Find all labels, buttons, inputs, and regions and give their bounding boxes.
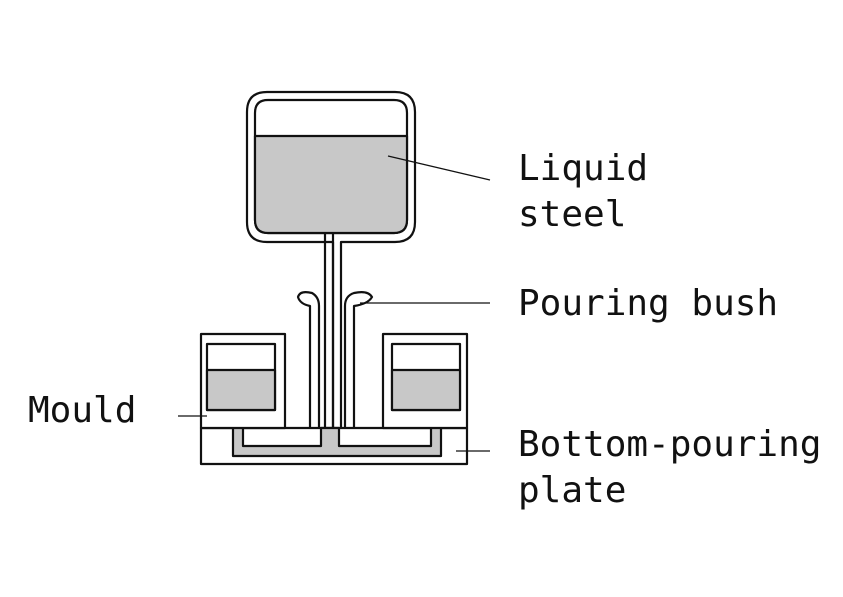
label-liquid-steel-line1: Liquid [518, 148, 649, 189]
bottom-pouring-plate [199, 408, 469, 466]
mould-right [381, 332, 469, 430]
label-plate-line2: plate [518, 470, 627, 511]
label-pouring-bush: Pouring bush [518, 283, 779, 324]
label-liquid-steel: Liquid steel [518, 146, 648, 238]
label-mould: Mould [28, 390, 137, 431]
runner-channel [231, 408, 443, 458]
label-bottom-pouring-plate: Bottom-pouring plate [518, 422, 821, 514]
leader-liquid-steel [387, 155, 491, 181]
ladle [245, 90, 417, 440]
mould-right-steel [390, 368, 462, 412]
liquid-steel-fill [253, 134, 409, 235]
pouring-bush-left [296, 291, 321, 428]
nozzle [323, 234, 335, 438]
mould-left-steel [205, 368, 277, 412]
leader-lines [178, 155, 491, 452]
pouring-bush-right [343, 291, 374, 428]
mould-left [199, 332, 287, 430]
label-liquid-steel-line2: steel [518, 194, 627, 235]
label-plate-line1: Bottom-pouring [518, 424, 822, 465]
